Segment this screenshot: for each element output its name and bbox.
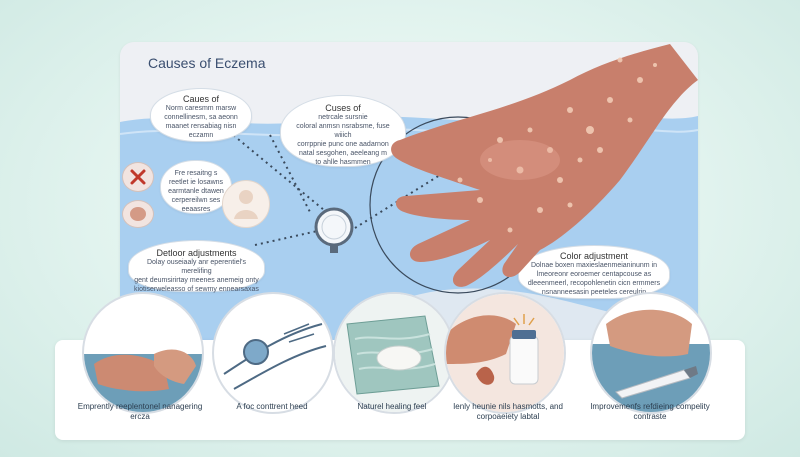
caption-2: A foc conttrent heed: [192, 402, 352, 412]
caption-1: Emprently reeplentonel nanagering ercza: [60, 402, 220, 422]
caption-line: Emprently reeplentonel nanagering: [77, 402, 203, 411]
tip-circle-4: [444, 292, 566, 414]
bubble-line: eczamn: [188, 132, 214, 139]
cross-icon: [122, 162, 154, 192]
tip-circle-5: [590, 292, 712, 414]
caption-line: A foc conttrent heed: [236, 402, 308, 411]
caption-line: corpoaeiety labtal: [476, 412, 540, 421]
panel-title: Causes of Eczema: [148, 55, 266, 71]
bubble-line: Dolay ouseiaaly anr eperentiel's merelif…: [146, 259, 246, 275]
bubble-causes-left: Caues of Norm caresmm marsw connellinesm…: [150, 88, 252, 142]
bubble-line: maanet rensabiag nisn: [165, 123, 237, 130]
bubble-line: eeaasres: [181, 206, 211, 213]
bubble-line: netrcale sursnie: [318, 114, 368, 121]
bubble-line: kiotiserweleasso of sewmy ennearsaxas: [134, 286, 259, 293]
bubble-line: Norm caresmm marsw: [165, 105, 237, 112]
caption-line: Naturel healing feel: [357, 402, 427, 411]
tip-circle-1: [82, 292, 204, 414]
bubble-line: coloral anmsn nsrabsme, fuse wiiich: [296, 123, 390, 139]
bubble-line: Dolnae boxen maxieslaenmeianinunm in: [530, 262, 658, 269]
arm-illustration: [391, 44, 698, 287]
bubble-detloor: Detloor adjustments Dolay ouseiaaly anr …: [128, 240, 265, 293]
bubble-heading: Caues of: [182, 94, 220, 104]
caption-line: Ienly heunie nils hasmotts, and: [453, 402, 563, 411]
bubble-line: cerpereilwn ses: [171, 197, 221, 204]
bubble-line: corrppnie punc one aadarnon: [297, 141, 389, 148]
bubble-color: Color adjustment Dolnae boxen maxieslaen…: [518, 245, 670, 299]
bubble-line: nsnanneesasin peeteles cereulrin: [541, 289, 647, 296]
bubble-line: earmtanle dtawen: [168, 188, 224, 195]
bubble-line: dleeenmeerl, recopohlenetin cicn ermmers: [527, 280, 661, 287]
bubble-heading: Cuses of: [325, 103, 361, 113]
tip-circle-2: [212, 292, 334, 414]
caption-line: Improvemenfs refdieing compelity: [590, 402, 710, 411]
lens-icon: [314, 207, 354, 253]
caption-4: Ienly heunie nils hasmotts, and corpoaei…: [428, 402, 588, 422]
bubble-line: lmeoreonr eoroemer centapcouse as: [536, 271, 652, 278]
caption-3: Naturel healing feel: [312, 402, 472, 412]
bubble-small-note: Fre resaitng s reetlet ie losawns earmta…: [160, 160, 232, 214]
bubble-line: Fre resaitng s: [174, 170, 218, 177]
bubble-heading: Detloor adjustments: [156, 248, 237, 258]
caption-line: ercza: [130, 412, 150, 421]
bubble-line: to ahlle hasmmen: [315, 159, 371, 166]
bubble-line: natal sesgohen, aeeleang m: [299, 150, 387, 157]
tip-circle-3: [333, 292, 455, 414]
bubble-causes-center: Cuses of netrcale sursnie coloral anmsn …: [280, 95, 406, 167]
bubble-line: gent deumsirirtay meenes anemeig onty: [134, 277, 259, 284]
caption-5: Improvemenfs refdieing compelity contras…: [570, 402, 730, 422]
bubble-line: connellinesm, sa aeonn: [164, 114, 238, 121]
skin-patch-icon: [122, 200, 154, 228]
bubble-heading: Color adjustment: [559, 251, 629, 261]
person-icon: [222, 180, 270, 228]
bubble-line: reetlet ie losawns: [168, 179, 224, 186]
caption-line: contraste: [633, 412, 667, 421]
